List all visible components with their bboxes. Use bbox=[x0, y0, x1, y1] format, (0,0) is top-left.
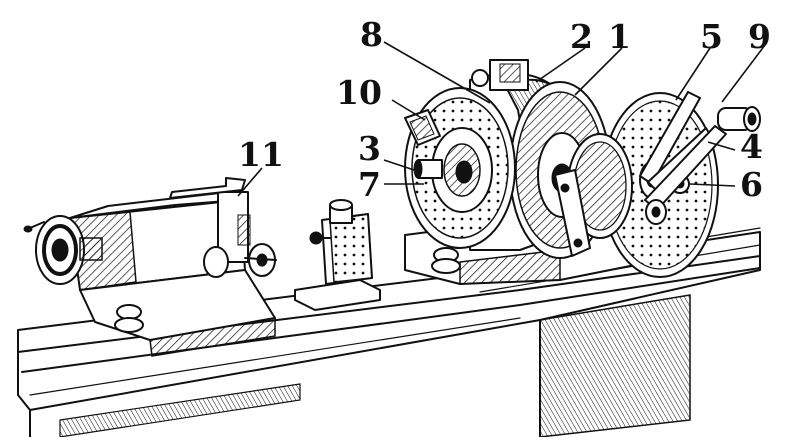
callout-7: 7 bbox=[358, 165, 381, 204]
callout-3: 3 bbox=[358, 129, 381, 168]
callout-6: 6 bbox=[740, 165, 763, 204]
lock-lever-bracket bbox=[554, 169, 591, 257]
callout-labels: 1 2 3 4 5 6 7 8 9 10 11 bbox=[238, 15, 771, 204]
callout-1: 1 bbox=[608, 17, 631, 56]
spindle-chuck bbox=[404, 87, 516, 249]
callout-5: 5 bbox=[700, 17, 723, 56]
tailstock bbox=[69, 177, 277, 357]
callout-9: 9 bbox=[748, 17, 771, 56]
callout-2: 2 bbox=[570, 17, 593, 56]
callout-8: 8 bbox=[360, 15, 383, 54]
tailstock-handwheel bbox=[23, 215, 103, 285]
center-support bbox=[294, 199, 381, 311]
index-crank bbox=[644, 106, 761, 225]
callout-4: 4 bbox=[740, 127, 763, 166]
callout-leaders bbox=[237, 41, 766, 197]
callout-11: 11 bbox=[238, 135, 284, 174]
callout-10: 10 bbox=[336, 73, 382, 112]
